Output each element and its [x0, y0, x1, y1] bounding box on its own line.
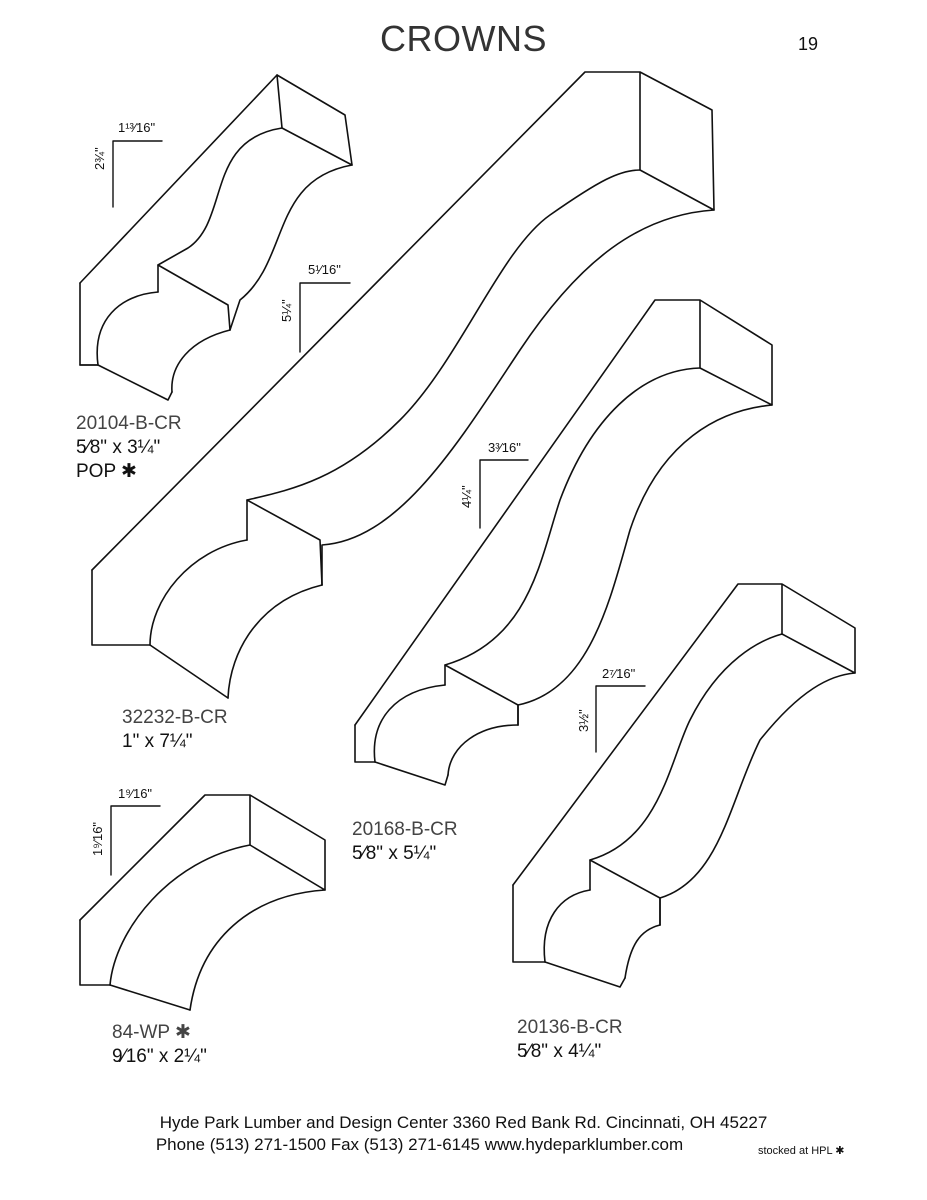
dimension-20136: [595, 685, 646, 753]
dim-height-32232: 5¼": [279, 299, 294, 322]
dim-width-20104: 1¹³⁄16": [118, 120, 156, 135]
footer-address: Hyde Park Lumber and Design Center 3360 …: [159, 1113, 768, 1132]
product-size: 5⁄8" x 4¼": [517, 1041, 602, 1062]
profile-20136-b-cr: [512, 583, 856, 988]
dim-height-20104: 2¾": [92, 147, 107, 170]
product-label-32232: 32232-B-CR 1" x 7¼": [122, 706, 228, 754]
page-title: CROWNS: [380, 18, 547, 59]
product-code: 20136-B-CR: [517, 1017, 623, 1038]
product-label-84-wp: 84-WP ✱ 9⁄16" x 2¼": [112, 1021, 207, 1069]
profile-84-wp: [79, 794, 326, 1011]
product-size: 5⁄8" x 3¼": [76, 437, 161, 458]
dim-height-20136: 3½": [576, 709, 591, 732]
profile-32232-b-cr: [91, 71, 715, 699]
dimension-20168: [479, 459, 529, 529]
product-size: 9⁄16" x 2¼": [112, 1046, 207, 1067]
product-size: 5⁄8" x 5¼": [352, 843, 437, 864]
stocked-note: stocked at HPL ✱: [758, 1145, 845, 1157]
dimension-32232: [299, 282, 351, 353]
product-label-20104: 20104-B-CR 5⁄8" x 3¼" POP ✱: [76, 412, 182, 484]
product-label-20168: 20168-B-CR 5⁄8" x 5¼": [352, 818, 458, 866]
footer-contact: Phone (513) 271-1500 Fax (513) 271-6145 …: [155, 1135, 684, 1154]
dim-width-20168: 3³⁄16": [488, 440, 521, 455]
dim-width-32232: 5¹⁄16": [308, 262, 341, 277]
product-code: 32232-B-CR: [122, 707, 228, 728]
product-code: 84-WP ✱: [112, 1022, 191, 1043]
profile-20168-b-cr: [354, 299, 773, 786]
product-note: POP ✱: [76, 461, 137, 482]
dim-width-84-wp: 1⁹⁄16": [118, 786, 153, 801]
product-size: 1" x 7¼": [122, 731, 193, 752]
product-label-20136: 20136-B-CR 5⁄8" x 4¼": [517, 1016, 623, 1064]
profile-20104-b-cr: [79, 74, 353, 401]
product-code: 20168-B-CR: [352, 819, 458, 840]
dimension-20104: [112, 140, 163, 208]
dim-height-84-wp: 1⁹⁄16": [90, 821, 105, 856]
dim-width-20136: 2⁷⁄16": [602, 666, 636, 681]
dimension-84-wp: [110, 805, 161, 876]
product-code: 20104-B-CR: [76, 413, 182, 434]
page-number: 19: [798, 34, 819, 54]
dim-height-20168: 4¼": [459, 485, 474, 508]
